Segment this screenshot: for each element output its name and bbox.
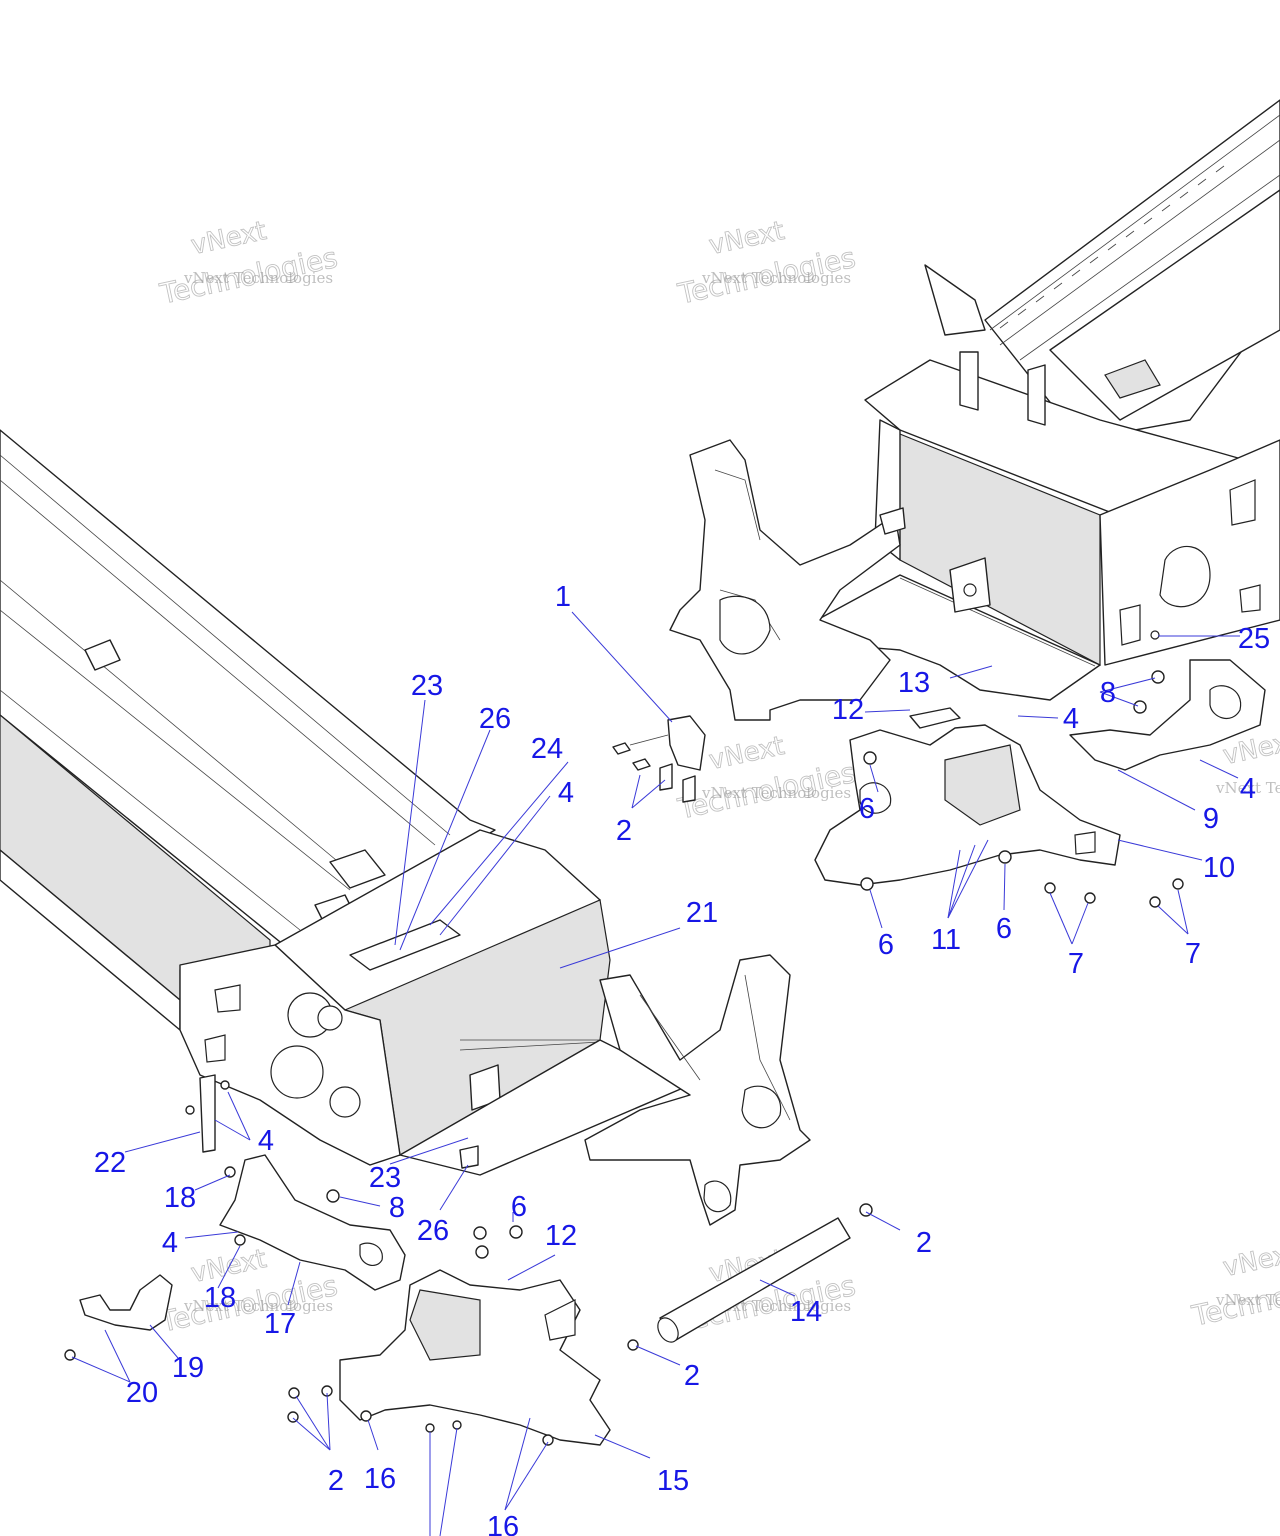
callout-23: 23 — [411, 670, 443, 702]
callout-4: 4 — [258, 1125, 274, 1157]
callout-14: 14 — [790, 1296, 822, 1328]
callout-6: 6 — [511, 1191, 527, 1223]
part-10-front-tower — [814, 724, 1121, 886]
callout-17: 17 — [264, 1308, 296, 1340]
callout-16: 16 — [487, 1511, 519, 1536]
part-19-bracket — [79, 1274, 173, 1331]
callout-6: 6 — [859, 793, 875, 825]
callout-23: 23 — [369, 1162, 401, 1194]
callout-16: 16 — [364, 1463, 396, 1495]
svg-text:vNext Technologies: vNext Technologies — [1215, 779, 1280, 797]
callout-11: 11 — [931, 924, 961, 956]
svg-text:Technologies: Technologies — [157, 241, 341, 311]
callout-20: 20 — [126, 1377, 158, 1409]
callout-4: 4 — [162, 1227, 178, 1259]
callout-13: 13 — [898, 667, 930, 699]
callout-9: 9 — [1203, 803, 1219, 835]
svg-text:Technologies: Technologies — [675, 241, 859, 311]
callout-24: 24 — [531, 733, 563, 765]
callout-2: 2 — [684, 1360, 700, 1392]
callout-7: 7 — [1068, 948, 1084, 980]
callout-18: 18 — [164, 1182, 196, 1214]
callout-18: 18 — [204, 1282, 236, 1314]
callout-10: 10 — [1203, 852, 1235, 884]
callout-1: 1 — [555, 581, 571, 613]
upper-chassis-assembly — [669, 99, 1280, 721]
callout-12: 12 — [832, 694, 864, 726]
callout-4: 4 — [1063, 703, 1079, 735]
part-17-bracket — [219, 1154, 406, 1291]
callout-22: 22 — [94, 1147, 126, 1179]
callout-26: 26 — [479, 703, 511, 735]
svg-text:vNext Technologies: vNext Technologies — [183, 1297, 333, 1315]
callout-4: 4 — [558, 777, 574, 809]
svg-text:vNext Technologies: vNext Technologies — [701, 269, 851, 287]
svg-text:vNext: vNext — [1221, 1238, 1280, 1283]
part-1-bracket — [629, 715, 706, 771]
callout-2: 2 — [616, 815, 632, 847]
watermark-left-top: vNext vNext Technologies Technologies — [156, 216, 341, 312]
callout-21: 21 — [686, 897, 718, 929]
part-14-tube — [657, 1217, 851, 1343]
callout-26: 26 — [417, 1215, 449, 1247]
bolt-group-2-upper — [612, 742, 696, 803]
callout-12: 12 — [545, 1220, 577, 1252]
svg-text:vNext Technologies: vNext Technologies — [1215, 1291, 1280, 1309]
leader-lines — [71, 611, 1240, 1536]
svg-text:vNext Technologies: vNext Technologies — [183, 269, 333, 287]
callout-6: 6 — [878, 929, 894, 961]
loose-fasteners — [64, 670, 1184, 1446]
callout-7: 7 — [1185, 938, 1201, 970]
watermark-center-top: vNext vNext Technologies Technologies — [674, 216, 859, 312]
main-tunnel-assembly — [0, 429, 811, 1226]
part-12-upper-strap — [909, 707, 961, 729]
svg-text:vNext: vNext — [707, 731, 788, 776]
callout-25: 25 — [1238, 623, 1270, 655]
svg-text:vNext: vNext — [189, 216, 270, 261]
part-9-bracket — [1069, 659, 1266, 771]
callout-8: 8 — [1100, 677, 1116, 709]
svg-text:vNext: vNext — [707, 216, 788, 261]
svg-text:Technologies: Technologies — [157, 1269, 341, 1339]
callout-19: 19 — [172, 1352, 204, 1384]
callout-6: 6 — [996, 913, 1012, 945]
svg-text:Technologies: Technologies — [675, 756, 859, 826]
callout-2: 2 — [916, 1227, 932, 1259]
callout-labels: 1 2 2 2 2 4 4 4 4 4 6 6 6 6 7 7 8 8 9 10… — [94, 581, 1270, 1536]
callout-2: 2 — [328, 1465, 344, 1497]
callout-4: 4 — [1240, 773, 1256, 805]
svg-text:vNext Technologies: vNext Technologies — [701, 784, 851, 802]
part-22-bracket — [199, 1074, 216, 1153]
callout-15: 15 — [657, 1465, 689, 1497]
callout-8: 8 — [389, 1192, 405, 1224]
watermark-right-bottom: vNext vNext Technologies Technologies — [1188, 1238, 1280, 1334]
part-15-lower-tower — [339, 1269, 611, 1446]
